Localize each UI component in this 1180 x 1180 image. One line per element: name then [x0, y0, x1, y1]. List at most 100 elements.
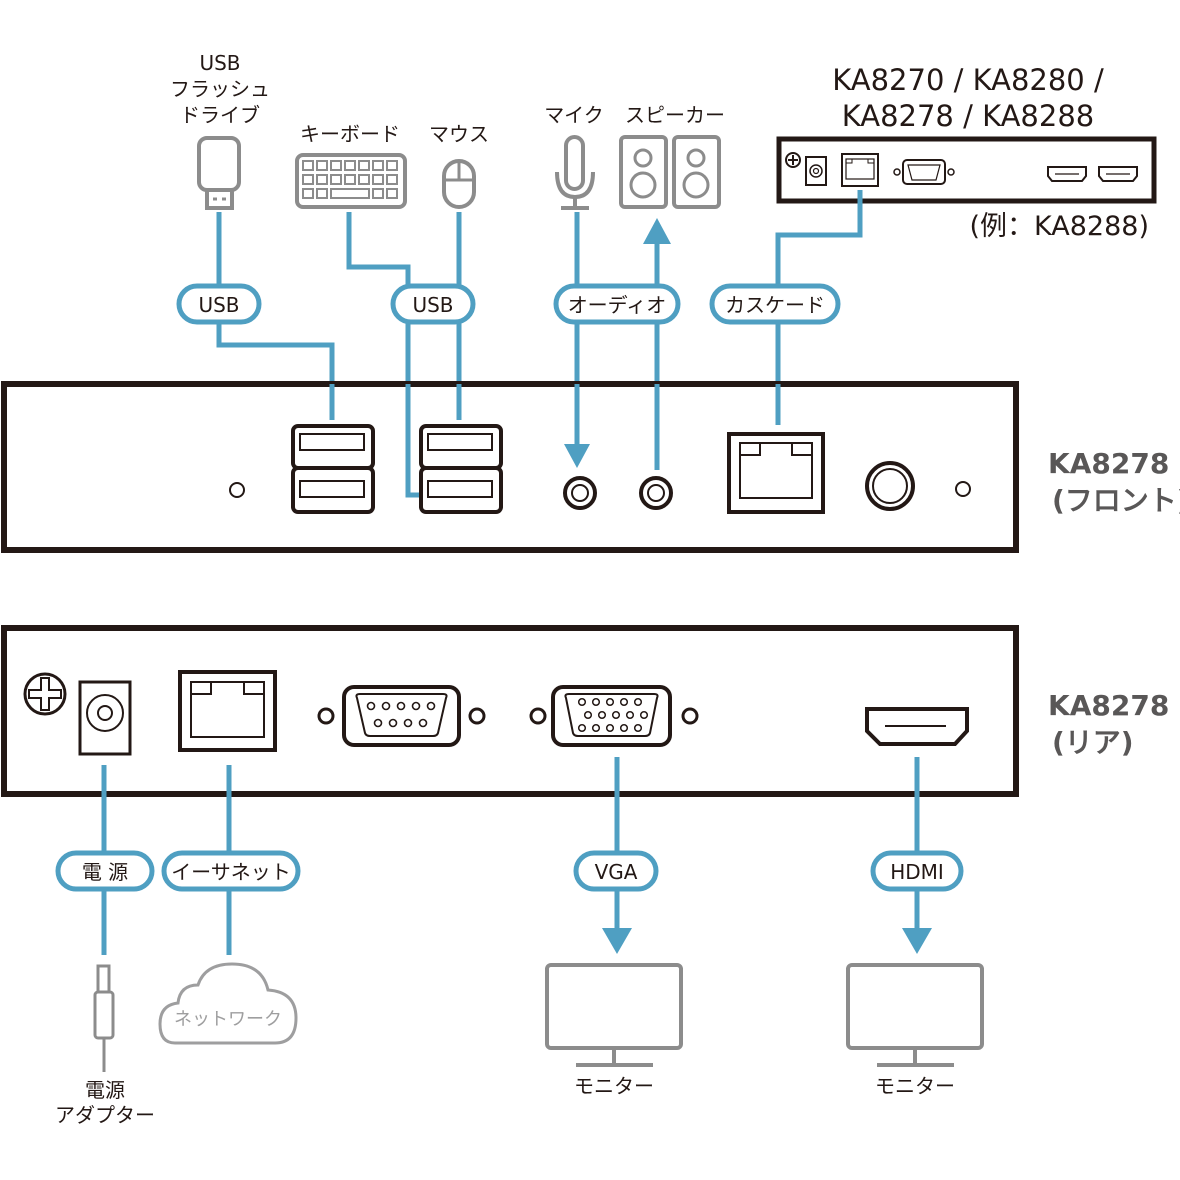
keyboard-key [302, 160, 314, 171]
microphone-icon [555, 135, 595, 210]
serial-pin [388, 718, 398, 728]
power-plug-icon [93, 964, 115, 1072]
keyboard-key [344, 160, 356, 171]
hdmi-port-1-icon [1047, 166, 1087, 182]
pill-cascade: カスケード [709, 283, 841, 325]
keyboard-label: キーボード [300, 122, 400, 146]
network-label: ネットワーク [174, 1009, 282, 1030]
keyboard: キーボード [295, 122, 407, 209]
mouse: マウス [429, 122, 489, 209]
serial-pin [411, 701, 421, 711]
speaker-right-icon [672, 135, 721, 209]
front-led-right-icon [955, 481, 971, 497]
usb-port-block-1 [291, 424, 375, 514]
vga-pin [605, 723, 615, 733]
vga-pin [633, 697, 643, 707]
pill-power: 電 源 [55, 850, 155, 892]
model-title-line1: KA8270 / KA8280 / [832, 63, 1104, 97]
pill-cascade-text: カスケード [725, 293, 825, 317]
hdmi-port-2-icon [1098, 166, 1138, 182]
vga-pin [639, 710, 649, 720]
power-adapter: 電源 アダプター [55, 964, 155, 1127]
pill-vga: VGA [573, 850, 659, 892]
mic-jack-icon [563, 476, 597, 510]
rj45-port-icon [841, 153, 879, 187]
usb-port-block-2 [419, 424, 503, 514]
vga-pin [591, 697, 601, 707]
vga-pin [605, 697, 615, 707]
keyboard-spacebar [330, 188, 370, 199]
rs232-serial-port-icon [317, 685, 486, 747]
mic-label: マイク [544, 103, 604, 127]
keyboard-icon [295, 153, 407, 209]
vga-pin [619, 723, 629, 733]
pill-hdmi: HDMI [870, 850, 964, 892]
rear-side-label: (リア) [1052, 726, 1134, 759]
monitor-icon [545, 963, 683, 1067]
pill-usb-1: USB [176, 283, 262, 325]
front-unit [1, 381, 1019, 553]
vga-pin [597, 710, 607, 720]
keyboard-key [372, 188, 384, 199]
vga-pin [577, 697, 587, 707]
monitor-vga: モニター [545, 963, 683, 1098]
power-adapter-label-line1: 電源 [85, 1078, 125, 1102]
network-cloud: ネットワーク [158, 962, 298, 1045]
vga-pin [625, 710, 635, 720]
speaker-jack-icon [639, 476, 673, 510]
vga-pin [591, 723, 601, 733]
keyboard-key [344, 174, 356, 185]
serial-pin [396, 701, 406, 711]
keyboard-key [302, 174, 314, 185]
front-side-label: (フロント) [1052, 484, 1180, 517]
keyboard-key [372, 160, 384, 171]
vga-port-icon [529, 685, 699, 747]
vga-pin [583, 710, 593, 720]
keyboard-key [330, 174, 342, 185]
microphone: マイク [544, 103, 604, 210]
monitor-hdmi: モニター [846, 963, 984, 1098]
model-example-label: (例：KA8288) [970, 211, 1149, 242]
serial-pin [403, 718, 413, 728]
dc-power-port-icon [805, 156, 827, 186]
keyboard-key [372, 174, 384, 185]
power-adapter-label-line2: アダプター [55, 1103, 155, 1127]
keyboard-key [386, 174, 398, 185]
small-device-outline [776, 136, 1157, 204]
rear-model-label: KA8278 [1048, 689, 1169, 722]
serial-port-icon [893, 159, 955, 185]
pill-power-text: 電 源 [82, 860, 128, 884]
front-model-label: KA8278 [1048, 447, 1169, 480]
vga-pin [611, 710, 621, 720]
rear-unit-outline [1, 625, 1019, 797]
pill-audio: オーディオ [553, 283, 681, 325]
monitor-hdmi-label: モニター [875, 1074, 955, 1098]
arrow-down-hdmi-icon [902, 928, 932, 954]
hdmi-port-icon [865, 707, 969, 746]
speaker-left-icon [619, 135, 668, 209]
pill-usb-2-text: USB [412, 293, 453, 317]
wire-cascade [775, 190, 863, 425]
pill-hdmi-text: HDMI [890, 860, 944, 884]
front-round-button-icon [865, 461, 915, 511]
ethernet-rj45-port-icon [178, 670, 277, 752]
pill-ethernet: イーサネット [161, 850, 301, 892]
keyboard-key [316, 188, 328, 199]
front-led-left-icon [229, 482, 245, 498]
ground-screw-icon [785, 152, 801, 168]
keyboard-key [386, 160, 398, 171]
pill-usb-1-text: USB [198, 293, 239, 317]
front-unit-outline [1, 381, 1019, 553]
pill-usb-2: USB [390, 283, 476, 325]
dc-power-jack-icon [78, 680, 132, 756]
usb-flash-label-line1: USB [199, 51, 240, 75]
keyboard-key [302, 188, 314, 199]
pill-ethernet-text: イーサネット [171, 860, 291, 884]
keyboard-key [316, 174, 328, 185]
usb-flash-label-line3: ドライブ [180, 103, 260, 127]
cascade-rj45-port-icon [727, 432, 825, 514]
mouse-label: マウス [429, 122, 489, 146]
keyboard-key [316, 160, 328, 171]
arrow-up-speaker-icon [643, 218, 671, 244]
